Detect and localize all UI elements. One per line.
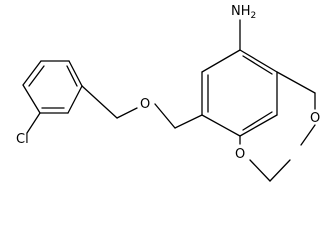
- dioxine-ring: [239, 71, 316, 182]
- bond: [68, 60, 83, 87]
- amine-label: NH2: [231, 4, 256, 21]
- bond: [116, 107, 138, 119]
- bond: [269, 159, 291, 182]
- ring-oxygen-bottom-label: O: [235, 147, 245, 162]
- double-bond-inner: [66, 65, 78, 87]
- bond: [26, 112, 41, 134]
- bond: [239, 114, 278, 137]
- ring-oxygen-top-label: O: [310, 111, 320, 126]
- bond: [249, 159, 271, 182]
- bond: [154, 103, 176, 129]
- amine-label-main: NH: [231, 4, 251, 19]
- ether-oxygen-label: O: [140, 97, 150, 112]
- bond: [22, 84, 41, 114]
- ether-linker: [81, 85, 203, 129]
- double-bond-inner: [242, 111, 273, 131]
- double-bond-inner: [28, 65, 45, 87]
- bond: [174, 114, 203, 129]
- chlorine-label: Cl: [16, 132, 29, 147]
- double-bond-inner: [242, 55, 273, 75]
- chlorophenyl-ring: [22, 60, 83, 114]
- bond: [81, 85, 118, 119]
- bond: [201, 114, 241, 137]
- benzodioxine-aromatic-ring: [201, 49, 278, 137]
- bond: [300, 124, 316, 146]
- c-cl-bond: [26, 112, 41, 134]
- bond: [67, 85, 83, 114]
- chemical-structure-diagram: NH2 Cl O O O: [16, 4, 320, 182]
- bond: [22, 60, 42, 86]
- bond: [276, 71, 316, 94]
- bond: [201, 49, 241, 73]
- bond: [239, 49, 278, 73]
- amine-label-subscript: 2: [251, 11, 257, 21]
